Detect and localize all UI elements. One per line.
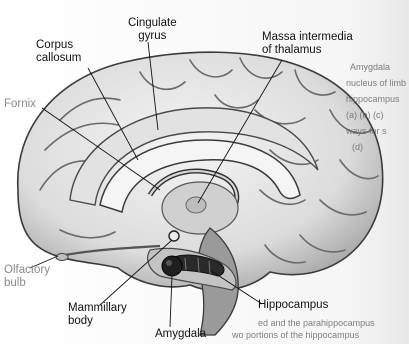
label-corpus-callosum-line2: callosum	[36, 52, 81, 65]
label-massa-intermedia-line2: of thalamus	[262, 44, 353, 57]
label-olfactory-bulb-line2: bulb	[4, 277, 50, 290]
label-mammillary-body-line2: body	[68, 315, 127, 328]
label-cingulate-gyrus: Cingulate gyrus	[128, 17, 177, 43]
label-massa-intermedia-line1: Massa intermedia	[262, 31, 353, 44]
label-cingulate-gyrus-line1: Cingulate	[128, 17, 177, 30]
label-corpus-callosum: Corpus callosum	[36, 39, 81, 65]
label-olfactory-bulb-line1: Olfactory	[4, 264, 50, 277]
label-mammillary-body-line1: Mammillary	[68, 302, 127, 315]
mammillary-body-shape	[169, 231, 179, 241]
label-fornix: Fornix	[4, 98, 36, 111]
label-mammillary-body: Mammillary body	[68, 302, 127, 328]
bleed-text-right-5: ways for s	[346, 126, 387, 137]
bleed-text-right-1: Amygdala	[350, 62, 390, 73]
label-cingulate-gyrus-line2: gyrus	[128, 30, 177, 43]
bleed-text-right-2: nucleus of limb	[346, 78, 406, 89]
label-hippocampus: Hippocampus	[258, 299, 328, 312]
label-olfactory-bulb: Olfactory bulb	[4, 264, 50, 290]
bleed-text-bottom-2: wo portions of the hippocampus	[232, 330, 359, 341]
bleed-text-right-4: (a) (b) (c)	[346, 110, 384, 121]
olfactory-bulb-shape	[56, 254, 68, 261]
amygdala-highlight	[166, 260, 172, 266]
bleed-text-right-6: (d)	[352, 142, 363, 153]
amygdala-shape	[162, 256, 182, 276]
label-massa-intermedia: Massa intermedia of thalamus	[262, 31, 353, 57]
bleed-text-bottom-1: ed and the parahippocampus	[258, 318, 375, 329]
label-corpus-callosum-line1: Corpus	[36, 39, 81, 52]
label-amygdala: Amygdala	[155, 328, 206, 341]
bleed-text-right-3: hippocampus	[346, 94, 400, 105]
massa-intermedia-shape	[186, 197, 206, 213]
